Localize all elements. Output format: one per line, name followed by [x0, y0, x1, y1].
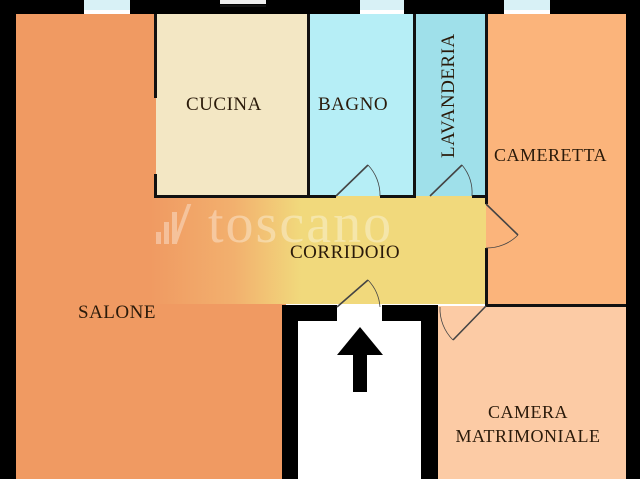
wall-lavanderia-bottom	[472, 195, 488, 198]
wall-cucina-bagno	[307, 14, 310, 198]
wall-top-4	[550, 0, 640, 14]
wall-bagno-lavanderia	[413, 14, 416, 198]
window-cucina-frame	[220, 5, 266, 7]
label-lavanderia: LAVANDERIA	[438, 33, 459, 158]
wall-cucina-left-lower	[154, 174, 157, 198]
label-camera-line2: MATRIMONIALE	[455, 426, 601, 446]
window-cucina	[220, 0, 266, 4]
window-salone	[84, 0, 130, 10]
room-bagno	[308, 14, 414, 196]
label-corridoio: CORRIDOIO	[290, 242, 401, 263]
label-cameretta: CAMERETTA	[494, 145, 608, 165]
label-cucina: CUCINA	[186, 94, 262, 115]
room-cucina	[156, 14, 308, 196]
wall-top-3	[404, 0, 504, 14]
room-cameretta	[486, 14, 626, 306]
label-salone: SALONE	[78, 302, 156, 323]
wall-cucina-bottom	[154, 195, 309, 198]
wall-ingresso-left	[282, 305, 298, 479]
wall-bagno-bottom-1	[308, 195, 336, 198]
wall-cameretta-left-lower	[485, 248, 488, 306]
label-camera-line1: CAMERA	[487, 402, 568, 422]
wall-bagno-bottom-2	[380, 195, 416, 198]
wall-cameretta-bottom	[485, 304, 626, 307]
wall-top-1	[0, 0, 84, 14]
room-corridoio	[150, 196, 486, 304]
wall-left	[0, 0, 16, 479]
window-cameretta	[504, 0, 550, 10]
wall-lavanderia-cameretta	[485, 14, 488, 204]
wall-cucina-left-upper	[154, 14, 157, 98]
room-camera-matrimoniale	[436, 306, 626, 479]
toscano-watermark: toscano	[156, 193, 394, 255]
wall-ingresso-right	[421, 305, 438, 479]
label-camera-matrimoniale: CAMERA MATRIMONIALE	[444, 400, 612, 448]
entrance-arrow-up-icon	[337, 327, 383, 392]
wall-top-2	[130, 0, 360, 14]
watermark-text: toscano	[208, 193, 394, 255]
window-bagno	[360, 0, 404, 10]
wall-right	[626, 0, 640, 479]
label-bagno: BAGNO	[318, 94, 389, 115]
room-lavanderia	[414, 14, 486, 196]
toscano-logo-icon	[156, 204, 210, 244]
